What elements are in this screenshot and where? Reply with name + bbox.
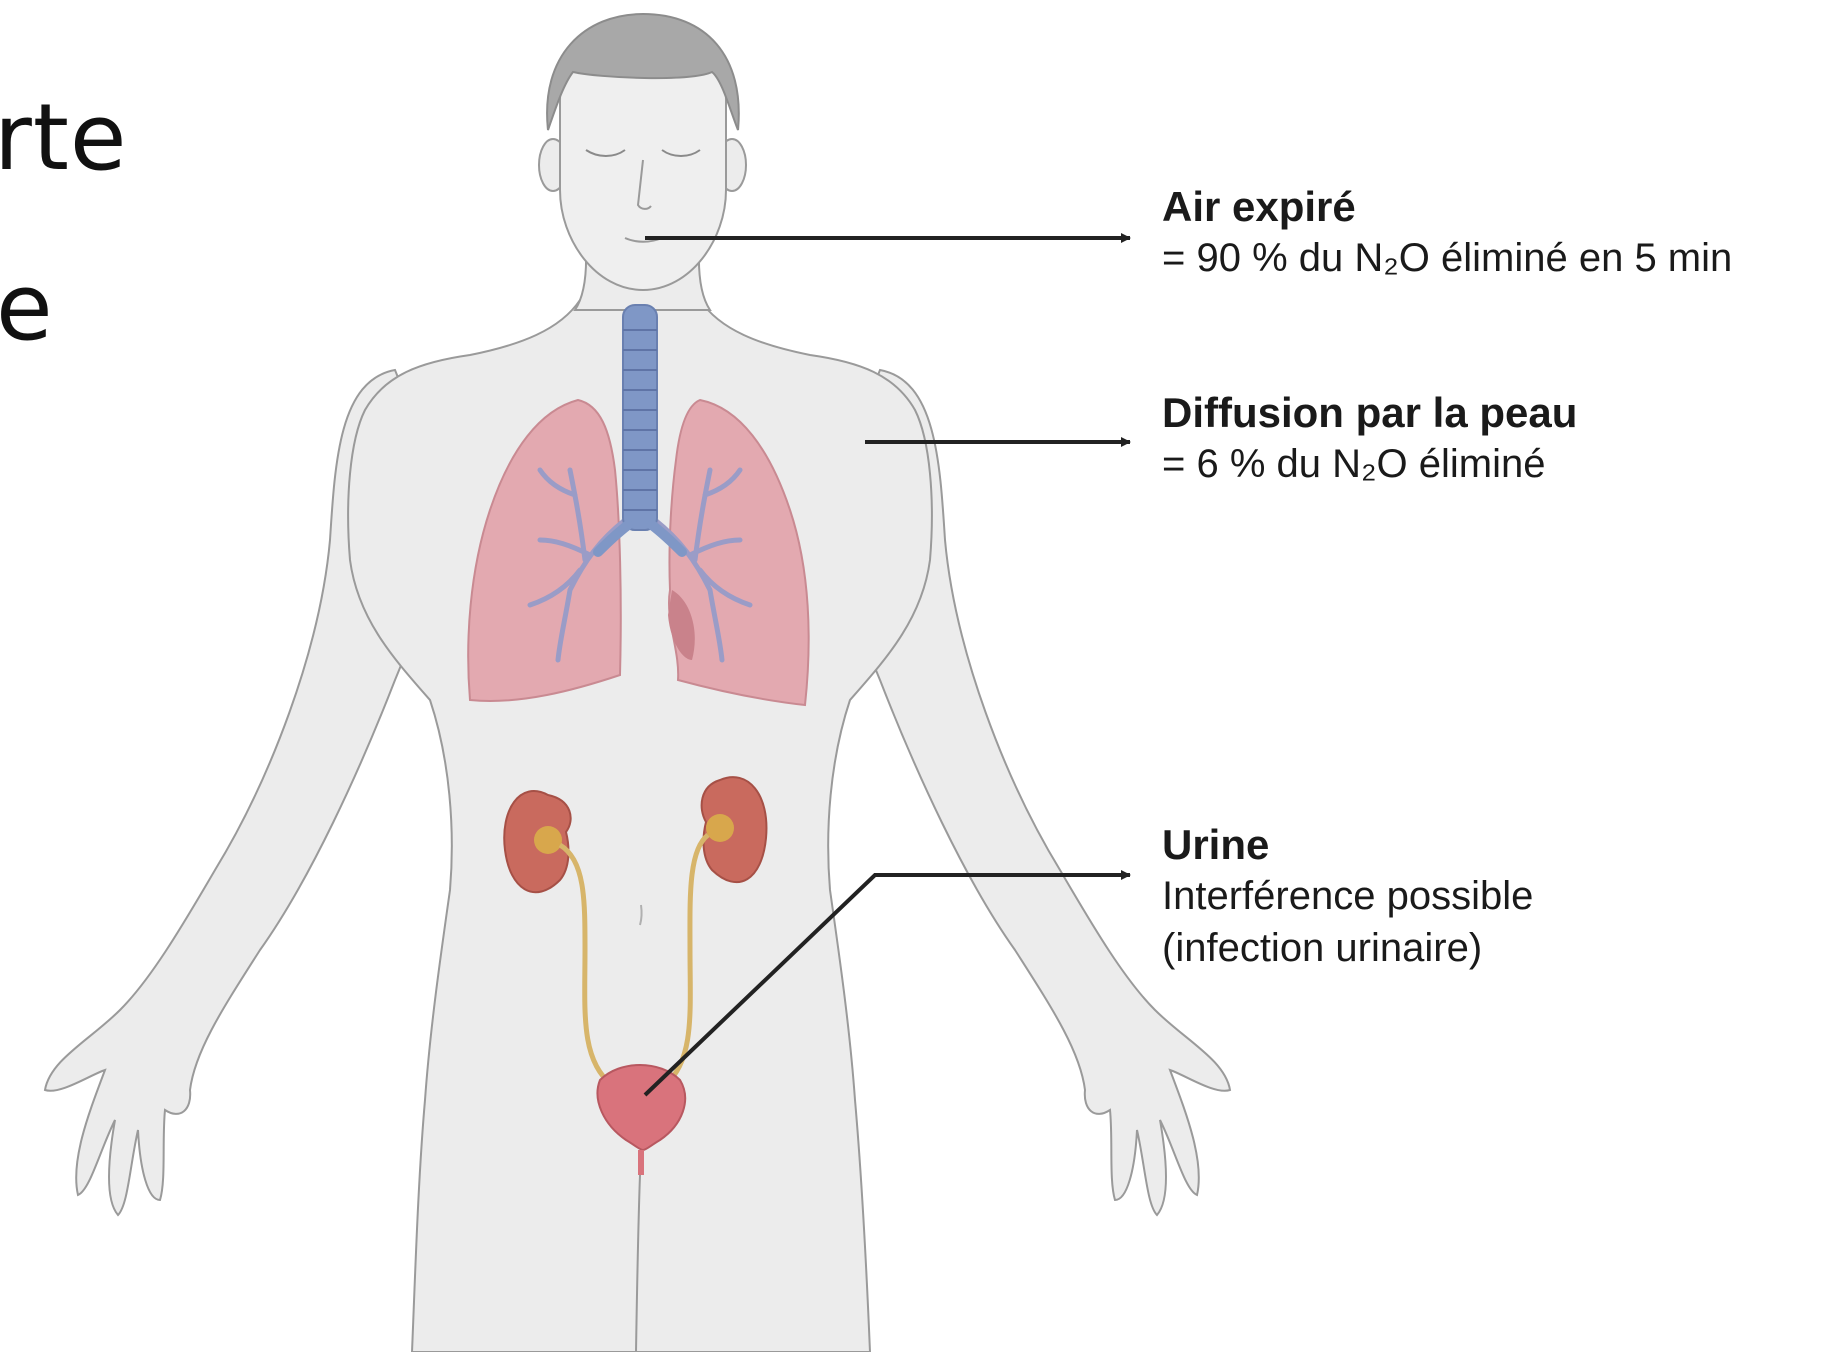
callout-urine: Urine Interférence possible (infection u… [1162, 820, 1533, 974]
callout-air-title: Air expiré [1162, 182, 1732, 232]
human-body-silhouette [45, 14, 1230, 1352]
callout-urine-title: Urine [1162, 820, 1533, 870]
callout-urine-description-line-1: Interférence possible [1162, 870, 1533, 922]
callout-skin-description: = 6 % du N₂O éliminé [1162, 438, 1577, 490]
callout-skin-title: Diffusion par la peau [1162, 388, 1577, 438]
callout-air-description: = 90 % du N₂O éliminé en 5 min [1162, 232, 1732, 284]
callout-skin-diffusion: Diffusion par la peau = 6 % du N₂O élimi… [1162, 388, 1577, 490]
callout-air-exhaled: Air expiré = 90 % du N₂O éliminé en 5 mi… [1162, 182, 1732, 284]
callout-urine-description-line-2: (infection urinaire) [1162, 922, 1533, 974]
